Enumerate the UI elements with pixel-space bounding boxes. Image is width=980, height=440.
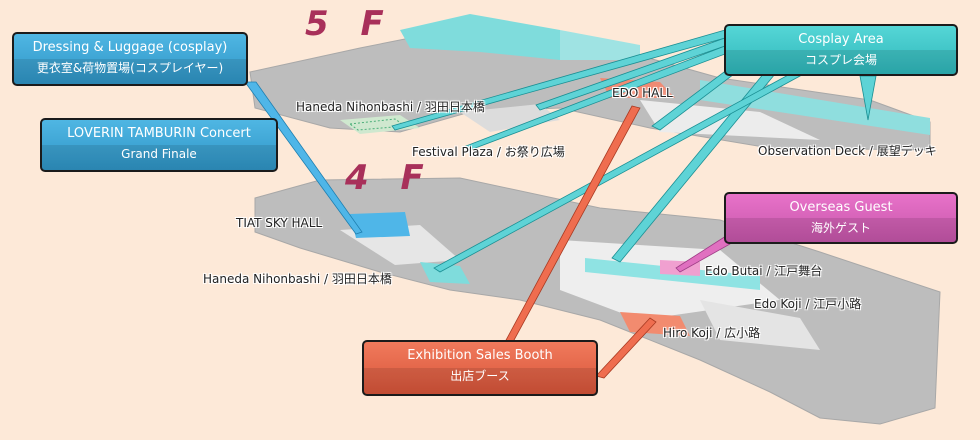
label-haneda-nihonbashi-4f: Haneda Nihonbashi / 羽田日本橋: [203, 272, 392, 286]
floor-label-5f: 5 F: [305, 4, 394, 44]
label-tiat-sky-hall: TIAT SKY HALL: [236, 216, 323, 230]
label-observation-deck: Observation Deck / 展望デッキ: [758, 144, 937, 158]
callout-overseas-subtitle: 海外ゲスト: [810, 221, 871, 235]
label-haneda-nihonbashi-5f: Haneda Nihonbashi / 羽田日本橋: [296, 100, 485, 114]
callout-booth-title: Exhibition Sales Booth: [407, 348, 553, 363]
floor-label-4f: 4 F: [345, 158, 434, 198]
callout-exhibition-sales-booth: Exhibition Sales Booth 出店ブース: [362, 340, 598, 396]
callout-dressing-luggage: Dressing & Luggage (cosplay) 更衣室&荷物置場(コス…: [12, 32, 248, 86]
callout-cosplay-area: Cosplay Area コスプレ会場: [724, 24, 958, 76]
callout-overseas-title: Overseas Guest: [789, 200, 893, 215]
callout-dressing-subtitle: 更衣室&荷物置場(コスプレイヤー): [36, 61, 224, 75]
label-edo-hall: EDO HALL: [612, 86, 673, 100]
label-edo-butai: Edo Butai / 江戸舞台: [705, 264, 823, 278]
callout-overseas-guest: Overseas Guest 海外ゲスト: [724, 192, 958, 244]
callout-concert-title: LOVERIN TAMBURIN Concert: [67, 126, 251, 141]
callout-concert-subtitle: Grand Finale: [121, 147, 197, 161]
label-edo-koji: Edo Koji / 江戸小路: [754, 297, 862, 311]
label-hiro-koji: Hiro Koji / 広小路: [663, 326, 761, 340]
callout-dressing-title: Dressing & Luggage (cosplay): [32, 40, 228, 55]
callout-cosplay-title: Cosplay Area: [798, 32, 884, 47]
label-festival-plaza: Festival Plaza / お祭り広場: [412, 145, 565, 159]
callout-loverin-tamburin-concert: LOVERIN TAMBURIN Concert Grand Finale: [40, 118, 278, 172]
cosplay-connectors: [391, 29, 877, 273]
callout-booth-subtitle: 出店ブース: [450, 369, 510, 383]
callout-cosplay-subtitle: コスプレ会場: [804, 53, 877, 67]
